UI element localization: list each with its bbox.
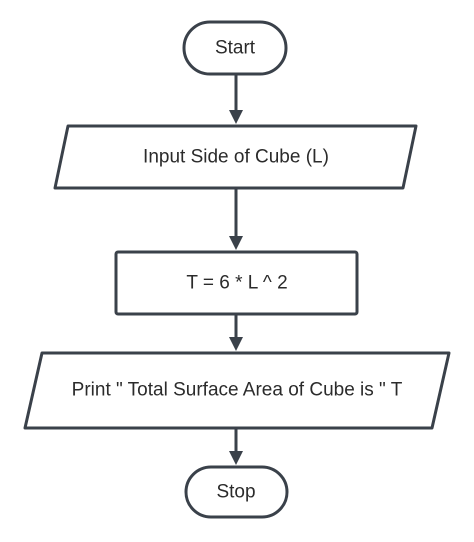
input-parallelogram-shape [53, 124, 418, 190]
stop-terminator-shape [184, 465, 289, 519]
output-label: Print " Total Surface Area of Cube is " … [72, 380, 403, 401]
edge-output-to-stop [229, 428, 243, 465]
edge-start-to-input [229, 74, 243, 124]
start-node: Start [182, 20, 288, 76]
output-node: Print " Total Surface Area of Cube is " … [23, 351, 451, 430]
process-label: T = 6 * L ^ 2 [186, 273, 287, 294]
process-node: T = 6 * L ^ 2 [114, 250, 359, 316]
output-parallelogram-shape [23, 351, 451, 430]
process-rectangle-shape [114, 250, 359, 316]
edge-process-to-output [229, 314, 243, 351]
stop-node: Stop [184, 465, 289, 519]
connectors [229, 74, 243, 465]
start-label: Start [215, 38, 256, 59]
edge-input-to-process [229, 188, 243, 250]
stop-label: Stop [216, 482, 255, 503]
start-terminator-shape [182, 20, 288, 76]
input-label: Input Side of Cube (L) [143, 147, 329, 168]
input-node: Input Side of Cube (L) [53, 124, 418, 190]
